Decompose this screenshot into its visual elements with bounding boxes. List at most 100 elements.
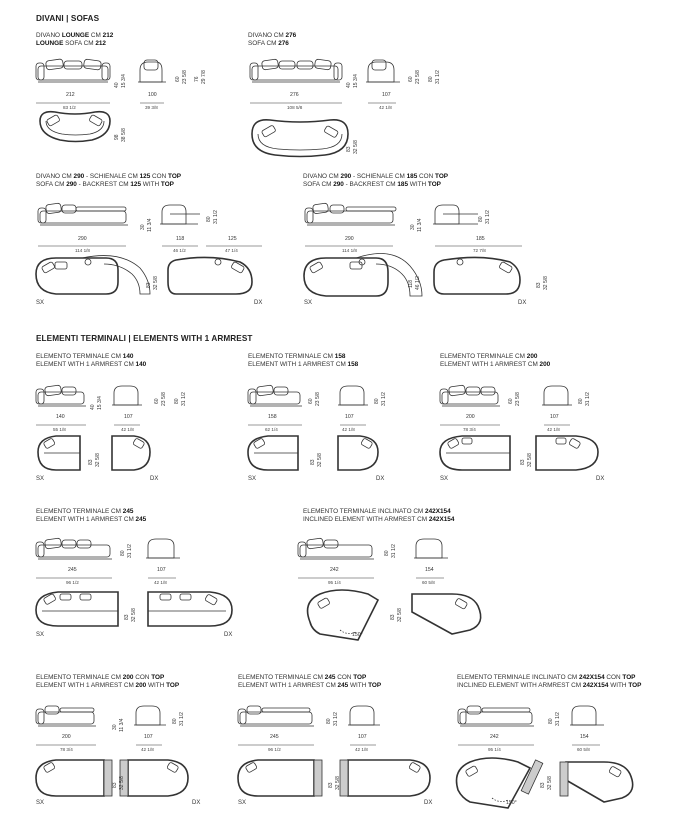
dim-depth: 185 — [476, 236, 485, 242]
plan-view-element-200-top — [35, 759, 189, 797]
side-label-dx: DX — [224, 632, 233, 638]
dim-seat-height-inches: 15 3/4 — [353, 74, 359, 88]
dim-arm-height: 60 — [508, 398, 514, 404]
title-sofa-lounge-212: DIVANO LOUNGE CM 212 LOUNGE SOFA CM 212 — [36, 32, 114, 48]
front-view-inclined-element-top — [457, 705, 534, 727]
dim-width-inches: 78 3/4 — [60, 747, 73, 752]
dim-depth-top-inches: 47 1/4 — [225, 248, 238, 253]
dim-width-inches: 78 3/4 — [463, 427, 476, 432]
dim-back-height-inches: 31 1/2 — [435, 70, 441, 84]
dim-plan-depth-inches: 32 5/8 — [527, 453, 533, 467]
dim-back-height-inches: 31 1/2 — [391, 544, 397, 558]
dim-plan-depth-inches: 32 5/8 — [317, 453, 323, 467]
side-label-dx: DX — [254, 300, 263, 306]
dim-depth: 154 — [580, 734, 589, 740]
front-view-element-245 — [35, 537, 112, 560]
dim-back-height-inches: 29 7/8 — [201, 70, 207, 84]
dim-back-height: 80 — [174, 398, 180, 404]
dim-arm-height: 60 — [308, 398, 314, 404]
title-element-245-top: ELEMENTO TERMINALE CM 245 CON TOP ELEMEN… — [238, 674, 382, 690]
title-element-140: ELEMENTO TERMINALE CM 140 ELEMENT WITH 1… — [36, 353, 147, 369]
dim-width: 245 — [270, 734, 279, 740]
dim-depth-inches: 60 5/8 — [577, 747, 590, 752]
dim-back-height-inches: 31 1/2 — [381, 392, 387, 406]
dim-arm-height: 60 — [154, 398, 160, 404]
dim-back-height-inches: 31 1/2 — [585, 392, 591, 406]
dim-width-inches: 62 1/4 — [265, 427, 278, 432]
dim-back-height: 80 — [478, 216, 484, 222]
title-element-245: ELEMENTO TERMINALE CM 245 ELEMENT WITH 1… — [36, 508, 147, 524]
dim-depth: 118 — [176, 236, 185, 242]
dim-width-inches: 96 1/2 — [66, 580, 79, 585]
dim-back-height-inches: 31 1/2 — [127, 544, 133, 558]
side-label-sx: SX — [248, 476, 257, 482]
dim-width-inches: 114 1/8 — [342, 248, 357, 253]
side-view-inclined-element-top — [570, 705, 604, 726]
dim-plan-depth-2: 83 — [536, 282, 542, 288]
dim-back-height-inches: 31 1/2 — [179, 712, 185, 726]
dim-width: 290 — [78, 236, 87, 242]
dim-plan-depth: 83 — [390, 614, 396, 620]
side-label-sx: SX — [238, 800, 247, 806]
title-sofa-290-backrest-125: DIVANO CM 290 - SCHIENALE CM 125 CON TOP… — [36, 173, 182, 189]
dim-plan-depth-inches: 46 1/2 — [415, 276, 421, 290]
dim-width-inches: 95 1/4 — [488, 747, 501, 752]
dim-back-height-inches: 31 1/2 — [333, 712, 339, 726]
title-inclined-element-242x154: ELEMENTO TERMINALE INCLINATO CM 242X154 … — [303, 508, 455, 524]
dim-width: 242 — [330, 567, 339, 573]
dim-depth: 154 — [425, 567, 434, 573]
plan-view-sofa-290-185 — [303, 253, 521, 297]
side-view-sofa-276 — [366, 59, 400, 83]
dim-plan-depth-inches: 38 5/8 — [121, 128, 127, 142]
front-view-sofa-276 — [249, 58, 343, 83]
dim-plan-depth-inches: 32 5/8 — [397, 608, 403, 622]
plan-view-inclined-element-top — [455, 757, 634, 809]
side-label-sx: SX — [36, 800, 45, 806]
dim-depth: 107 — [124, 414, 133, 420]
dim-plan-depth-inches: 32 5/8 — [353, 140, 359, 154]
dim-arm-height: 60 — [175, 76, 181, 82]
dim-back-height: 80 — [172, 718, 178, 724]
dim-depth: 107 — [550, 414, 559, 420]
dim-width: 242 — [490, 734, 499, 740]
dim-depth: 107 — [144, 734, 153, 740]
title-element-158: ELEMENTO TERMINALE CM 158 ELEMENT WITH 1… — [248, 353, 359, 369]
plan-view-element-140 — [37, 435, 151, 471]
dim-plan-depth-inches: 32 5/8 — [547, 776, 553, 790]
front-view-element-140 — [35, 384, 86, 407]
dim-width-inches: 114 1/8 — [75, 248, 90, 253]
dim-width: 290 — [345, 236, 354, 242]
dim-arm-height: 60 — [408, 76, 414, 82]
dim-back-height: 76 — [194, 76, 200, 82]
title-inclined-element-242x154-top: ELEMENTO TERMINALE INCLINATO CM 242X154 … — [457, 674, 642, 690]
dim-back-height-inches: 31 1/2 — [485, 210, 491, 224]
dim-back-height: 80 — [428, 76, 434, 82]
dimension-lines — [36, 102, 600, 746]
plan-view-sofa-276 — [251, 118, 349, 158]
plan-view-element-158 — [247, 435, 379, 471]
front-view-sofa-212 — [35, 58, 111, 83]
dim-depth-inches: 60 5/8 — [422, 580, 435, 585]
dim-angle: 150° — [352, 632, 363, 638]
front-view-sofa-290-125 — [37, 202, 128, 226]
front-view-element-200 — [439, 384, 500, 407]
dim-back-height: 80 — [374, 398, 380, 404]
dim-seat-height: 30 — [112, 724, 118, 730]
dim-depth: 107 — [345, 414, 354, 420]
dim-seat-height-inches: 11 3/4 — [417, 218, 423, 232]
side-label-dx: DX — [376, 476, 385, 482]
dim-width: 200 — [62, 734, 71, 740]
plan-view-element-200 — [439, 435, 599, 471]
dim-back-height: 80 — [578, 398, 584, 404]
dim-depth-inches: 42 1/8 — [121, 427, 134, 432]
side-label-sx: SX — [36, 300, 45, 306]
side-label-sx: SX — [36, 632, 45, 638]
side-view-element-245-top — [348, 705, 380, 726]
title-element-200-top: ELEMENTO TERMINALE CM 200 CON TOP ELEMEN… — [36, 674, 180, 690]
plan-view-element-245 — [35, 591, 233, 627]
dim-depth: 107 — [157, 567, 166, 573]
dim-back-height: 80 — [120, 550, 126, 556]
dim-plan-depth: 83 — [112, 782, 118, 788]
dim-depth-inches: 42 1/8 — [141, 747, 154, 752]
dim-back-height-inches: 31 1/2 — [213, 210, 219, 224]
